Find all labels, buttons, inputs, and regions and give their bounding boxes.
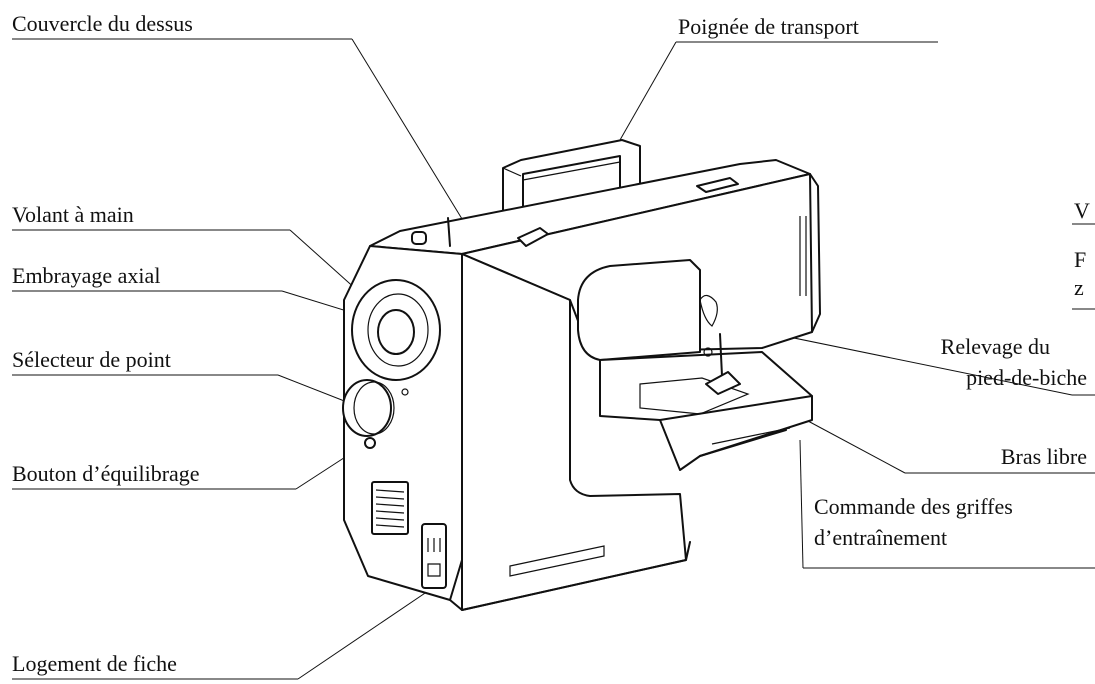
label-rules — [12, 38, 1095, 680]
label-feed-dog-line2: d’entraînement — [814, 525, 948, 550]
label-presser-lifter-line2: pied-de-biche — [966, 365, 1087, 390]
label-clutch: Embrayage axial — [12, 263, 161, 288]
label-plug-socket: Logement de fiche — [12, 651, 177, 676]
label-edge-c: z — [1074, 275, 1084, 300]
leader-lines — [277, 38, 1073, 680]
label-free-arm: Bras libre — [1000, 444, 1087, 469]
label-edge-b: F — [1074, 247, 1087, 272]
label-carrying-handle: Poignée de transport — [678, 14, 859, 39]
label-presser-lifter-line1: Relevage du — [940, 334, 1050, 359]
label-top-cover: Couvercle du dessus — [12, 11, 193, 36]
label-balance-button: Bouton d’équilibrage — [12, 461, 200, 486]
label-feed-dog-line1: Commande des griffes — [814, 494, 1013, 519]
label-handwheel: Volant à main — [12, 202, 134, 227]
label-stitch-selector: Sélecteur de point — [12, 347, 171, 372]
label-edge-a: V — [1074, 198, 1090, 223]
machine-body-drawing — [342, 159, 821, 611]
